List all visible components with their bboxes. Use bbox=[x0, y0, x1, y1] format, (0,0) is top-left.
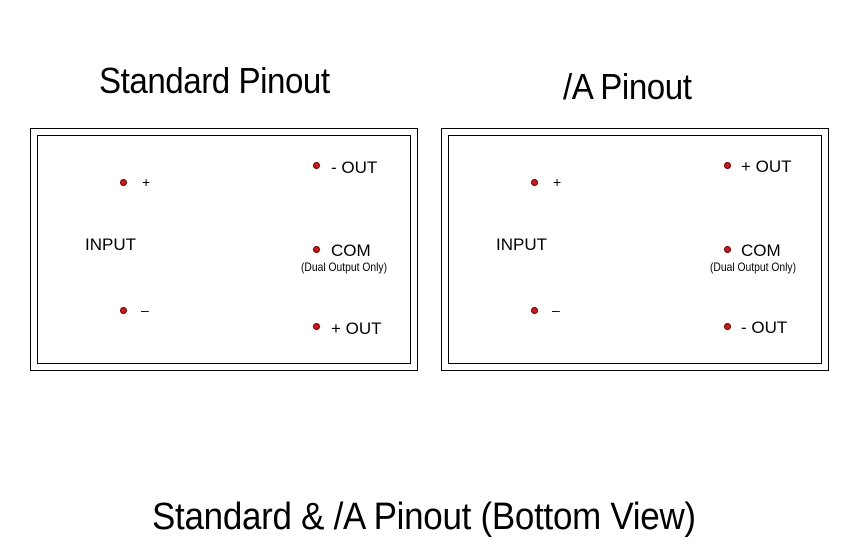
top-output-pin bbox=[724, 162, 731, 169]
com-note: (Dual Output Only) bbox=[710, 260, 797, 274]
input-minus-label: – bbox=[552, 302, 560, 318]
a-pinout-panel: + INPUT – + OUT COM (Dual Output Only) -… bbox=[441, 128, 829, 371]
input-label: INPUT bbox=[85, 235, 136, 254]
standard-pinout-title: Standard Pinout bbox=[99, 60, 330, 101]
a-pinout-title: /A Pinout bbox=[563, 66, 692, 107]
top-output-label: + OUT bbox=[741, 157, 792, 176]
top-output-pin bbox=[313, 162, 320, 169]
input-plus-pin bbox=[531, 179, 538, 186]
input-minus-pin bbox=[531, 307, 538, 314]
bottom-output-label: - OUT bbox=[741, 318, 788, 337]
top-output-label: - OUT bbox=[331, 158, 378, 177]
com-label: COM bbox=[741, 241, 781, 260]
input-label: INPUT bbox=[496, 235, 547, 254]
com-pin bbox=[724, 246, 731, 253]
input-plus-pin bbox=[120, 179, 127, 186]
bottom-output-pin bbox=[724, 323, 731, 330]
input-minus-pin bbox=[120, 307, 127, 314]
input-plus-label: + bbox=[142, 174, 151, 190]
standard-pinout-panel: + INPUT – - OUT COM (Dual Output Only) +… bbox=[30, 128, 418, 371]
com-label: COM bbox=[331, 241, 371, 260]
pinout-footer-caption: Standard & /A Pinout (Bottom View) bbox=[152, 496, 696, 538]
input-plus-label: + bbox=[553, 174, 562, 190]
bottom-output-label: + OUT bbox=[331, 319, 382, 338]
a-panel-inner-border bbox=[448, 135, 822, 364]
input-minus-label: – bbox=[141, 302, 149, 318]
bottom-output-pin bbox=[313, 323, 320, 330]
standard-panel-inner-border bbox=[37, 135, 411, 364]
com-pin bbox=[313, 246, 320, 253]
com-note: (Dual Output Only) bbox=[301, 260, 388, 274]
